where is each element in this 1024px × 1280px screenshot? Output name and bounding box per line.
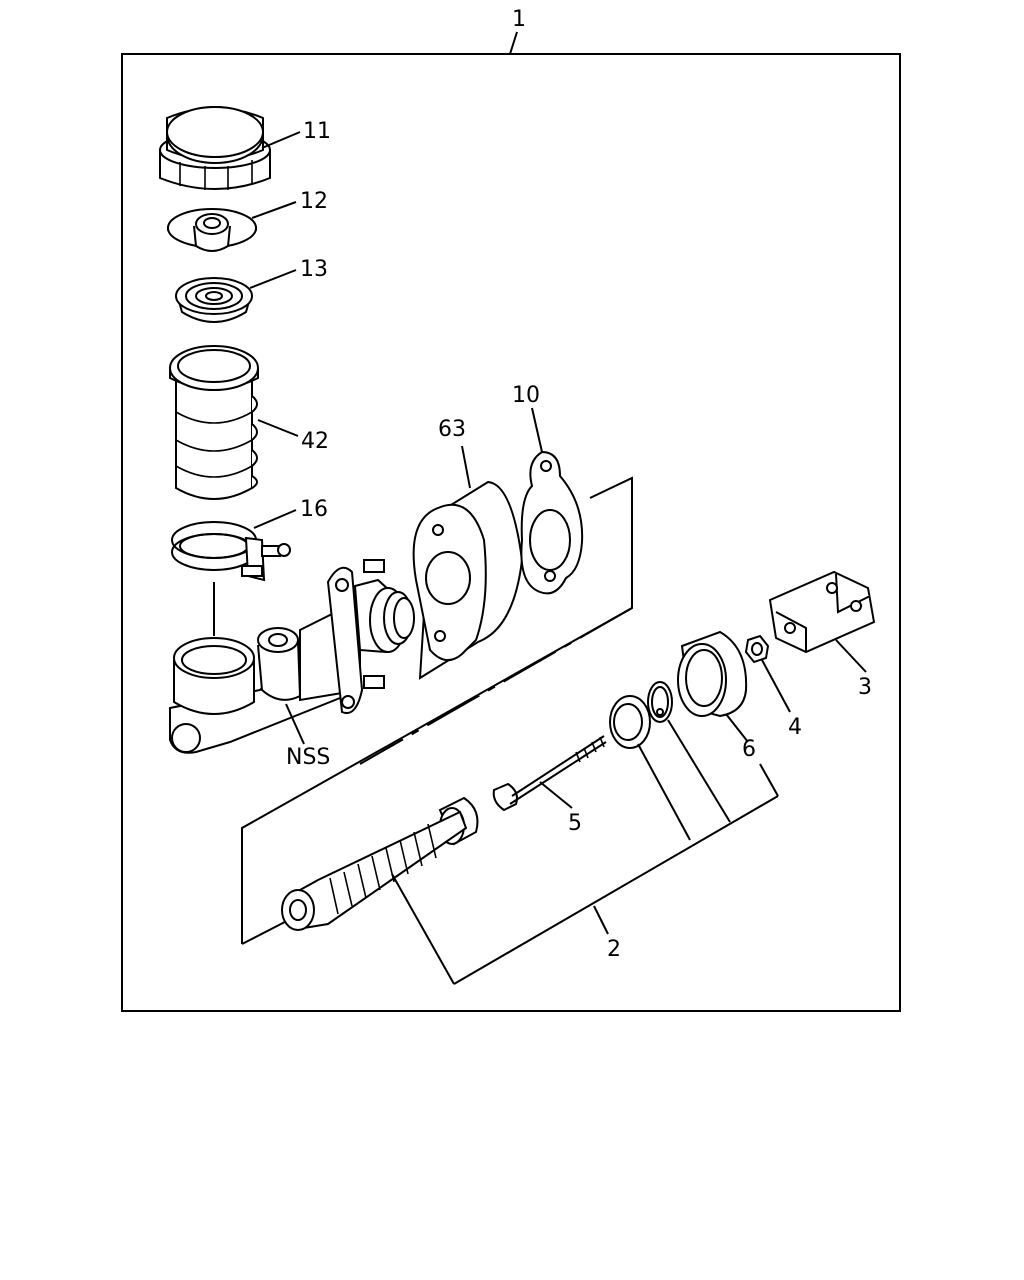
callout-2: 2 xyxy=(607,937,621,962)
callout-13: 13 xyxy=(300,257,328,282)
part-3-clevis xyxy=(768,570,876,654)
part-12-diaphragm-plate xyxy=(167,208,257,252)
callout-1: 1 xyxy=(512,7,526,32)
leader-5 xyxy=(539,781,573,809)
callout-16: 16 xyxy=(300,497,328,522)
callout-6: 6 xyxy=(742,737,756,762)
part-63-spacer xyxy=(412,480,524,680)
callout-4: 4 xyxy=(788,715,802,740)
callout-3: 3 xyxy=(858,675,872,700)
leader-1 xyxy=(509,31,518,55)
callout-nss: NSS xyxy=(286,745,330,770)
part-13-seal xyxy=(175,277,253,323)
callout-12: 12 xyxy=(300,189,328,214)
leader-2-ring xyxy=(667,719,731,823)
callout-42: 42 xyxy=(301,429,329,454)
leader-42 xyxy=(257,419,299,437)
leader-4 xyxy=(761,659,791,713)
leader-63 xyxy=(461,445,471,489)
leader-10 xyxy=(531,407,543,453)
callout-5: 5 xyxy=(568,811,582,836)
leader-2-washer xyxy=(637,743,691,841)
leader-6 xyxy=(725,713,749,743)
leader-3 xyxy=(835,639,867,673)
part-nss-cylinder-body xyxy=(169,559,415,754)
alignment-line-mid xyxy=(359,607,633,765)
leader-2-spring xyxy=(391,873,455,985)
callout-11: 11 xyxy=(303,119,331,144)
part-washer xyxy=(609,695,651,749)
leader-nss xyxy=(285,703,305,745)
part-5-push-rod xyxy=(492,735,607,812)
leader-12 xyxy=(251,201,297,219)
callout-10: 10 xyxy=(512,383,540,408)
leader-2-base xyxy=(453,795,779,985)
leader-2-label xyxy=(593,905,609,935)
part-16-hose-clamp xyxy=(171,521,291,582)
callout-63: 63 xyxy=(438,417,466,442)
part-10-gasket xyxy=(520,450,584,595)
part-42-reservoir xyxy=(169,345,259,500)
part-4-nut xyxy=(744,634,770,664)
leader-2-boot xyxy=(759,763,779,797)
part-piston-spring xyxy=(281,796,479,931)
leader-16 xyxy=(253,509,297,529)
part-6-boot xyxy=(677,630,748,718)
leader-13 xyxy=(249,269,297,289)
part-11-reservoir-cap xyxy=(159,106,271,190)
leader-11 xyxy=(261,131,301,149)
part-snap-ring xyxy=(647,681,673,723)
